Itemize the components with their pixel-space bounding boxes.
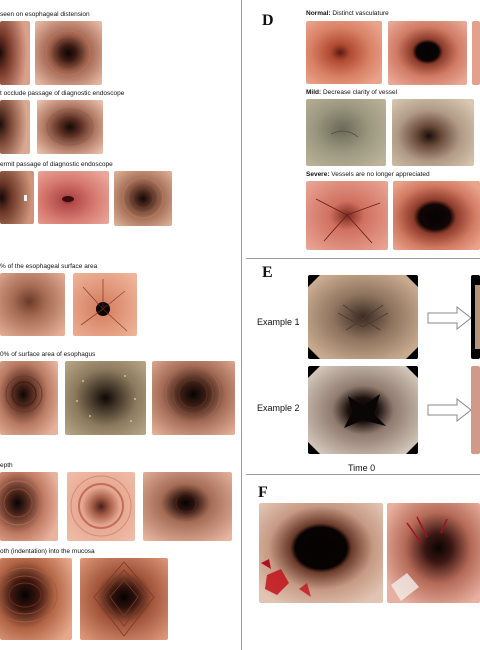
endoscopy-image (38, 171, 109, 224)
mild-label: Mild: (306, 89, 322, 96)
endoscopy-image (0, 472, 58, 541)
example-2-label: Example 2 (257, 403, 300, 413)
endoscopy-image (392, 99, 474, 166)
severe-caption: Severe: Vessels are no longer appreciate… (306, 171, 430, 179)
endoscopy-image (0, 100, 30, 154)
endoscopy-image (259, 503, 383, 603)
row-c2-caption: oth (indentation) into the mucosa (0, 548, 95, 555)
endoscopy-image (387, 503, 480, 603)
endoscopy-image (0, 273, 65, 336)
endoscopy-image (35, 21, 102, 85)
endoscopy-image (0, 21, 30, 85)
endoscopy-image (0, 171, 34, 224)
severe-label: Severe: (306, 171, 330, 178)
endoscopy-image (37, 100, 103, 154)
panel-separator (246, 474, 480, 475)
endoscopy-image (471, 366, 480, 454)
endoscopy-image (65, 361, 146, 435)
severe-text: Vessels are no longer appreciated (329, 171, 430, 178)
normal-caption: Normal: Distinct vasculature (306, 10, 389, 18)
endoscopy-image (152, 361, 235, 435)
panel-separator (246, 258, 480, 259)
endoscopy-image (472, 21, 480, 85)
normal-text: Distinct vasculature (330, 10, 389, 17)
row-a3-caption: ermit passage of diagnostic endoscope (0, 161, 113, 168)
endoscopy-image (308, 366, 418, 454)
row-b2-caption: 0% of surface area of esophagus (0, 351, 96, 358)
endoscopy-image (306, 181, 388, 250)
endoscopy-image (393, 181, 480, 250)
endoscopy-image (143, 472, 232, 541)
endoscopy-image (114, 171, 172, 226)
example-1-label: Example 1 (257, 317, 300, 327)
arrow-right-icon (427, 397, 472, 427)
endoscopy-image (80, 558, 168, 640)
endoscopy-image (0, 558, 72, 640)
endoscopy-image (73, 273, 137, 336)
mild-text: Decrease clarity of vessel (321, 89, 398, 96)
arrow-right-icon (427, 305, 472, 335)
panel-e-letter: E (262, 264, 273, 281)
row-a2-caption: t occlude passage of diagnostic endoscop… (0, 90, 125, 97)
panel-f-letter: F (258, 484, 268, 501)
endoscopy-image (308, 275, 418, 359)
endoscopy-image (0, 361, 58, 435)
endoscopy-image (306, 21, 382, 84)
endoscopy-image (471, 275, 480, 359)
row-b1-caption: % of the esophageal surface area (0, 263, 98, 270)
normal-label: Normal: (306, 10, 331, 17)
panel-divider (241, 0, 242, 650)
endoscopy-image (67, 472, 135, 541)
endoscopy-image (306, 99, 386, 166)
row-c1-caption: epth (0, 462, 13, 469)
time-0-label: Time 0 (348, 463, 376, 473)
mild-caption: Mild: Decrease clarity of vessel (306, 89, 397, 97)
row-a1-caption: seen on esophageal distension (0, 11, 90, 18)
endoscopy-image (388, 21, 467, 85)
panel-d-letter: D (262, 12, 274, 29)
